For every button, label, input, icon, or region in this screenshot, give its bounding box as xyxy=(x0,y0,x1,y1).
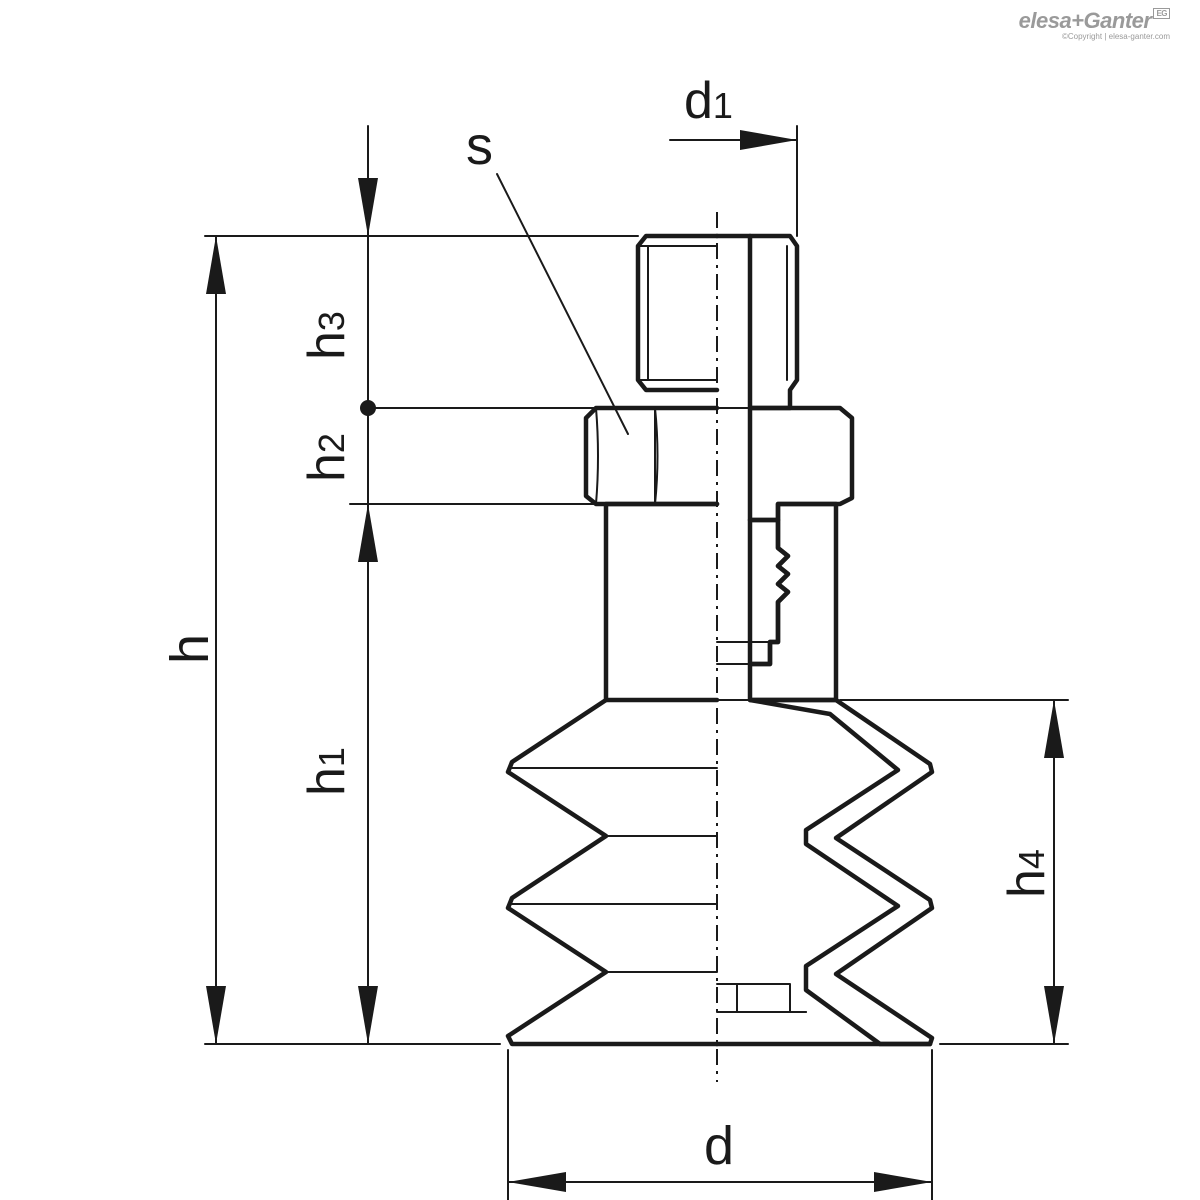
label-h2: h2 xyxy=(298,433,356,482)
label-h3-main: h xyxy=(298,331,356,360)
label-h1-main: h xyxy=(298,767,356,796)
label-h4-sub: 4 xyxy=(1011,849,1052,869)
label-s: s xyxy=(466,116,493,176)
threaded-stud xyxy=(635,233,720,393)
label-d1-sub: 1 xyxy=(713,85,733,126)
extension-lines xyxy=(204,235,1069,1200)
dimension-h4 xyxy=(1044,699,1064,1045)
bellows-outside xyxy=(505,697,720,1047)
cup-neck xyxy=(603,501,720,703)
logo-badge: EG xyxy=(1153,8,1170,19)
label-h1: h1 xyxy=(298,747,356,796)
label-h4: h4 xyxy=(998,849,1056,898)
label-h: h xyxy=(160,634,220,664)
rubber-neck-section xyxy=(747,501,839,703)
hex-nut xyxy=(583,405,720,507)
label-d1-main: d xyxy=(684,72,713,130)
label-d: d xyxy=(704,1116,734,1176)
dimension-h1 xyxy=(358,503,378,1045)
dimension-d1 xyxy=(669,125,798,237)
logo-copyright: ©Copyright | elesa-ganter.com xyxy=(1061,32,1170,41)
label-h4-main: h xyxy=(998,869,1056,898)
label-h2-main: h xyxy=(298,453,356,482)
dimension-h xyxy=(206,235,226,1045)
label-h1-sub: 1 xyxy=(311,747,352,767)
dimension-d xyxy=(507,1172,933,1192)
bellows-section xyxy=(714,697,935,1047)
dimension-h2 xyxy=(360,400,376,505)
stud-section xyxy=(714,233,800,411)
dimension-h3 xyxy=(358,125,378,409)
label-d1: d1 xyxy=(684,72,733,130)
label-h2-sub: 2 xyxy=(311,433,352,453)
logo-brand-text: elesa+Ganter xyxy=(1018,8,1152,33)
label-h3-sub: 3 xyxy=(311,311,352,331)
leader-s xyxy=(496,173,629,435)
label-h3: h3 xyxy=(298,311,356,360)
